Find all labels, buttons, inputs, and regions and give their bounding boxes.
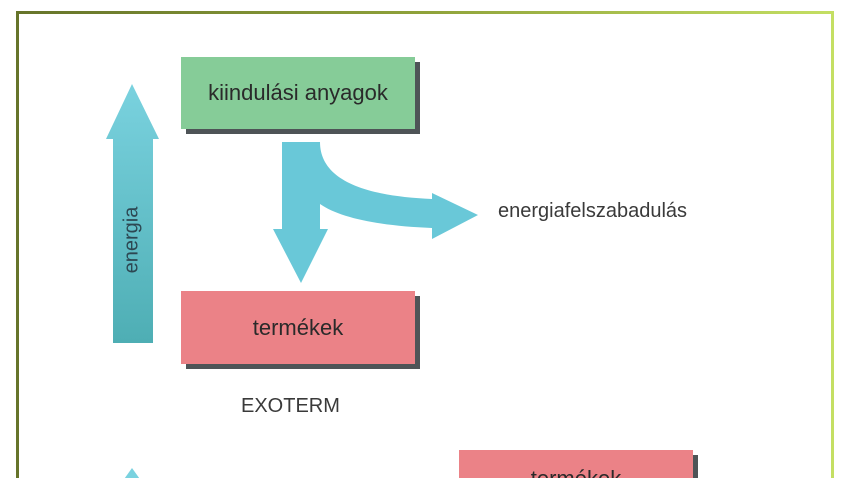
up-arrow-icon-partial <box>124 468 140 478</box>
energy-axis-label: energia <box>120 206 143 274</box>
curved-right-arrow-icon <box>320 142 478 239</box>
energy-release-label: energiafelszabadulás <box>498 200 688 222</box>
products-box-bottom: termékek <box>459 450 693 478</box>
up-arrow-icon <box>106 84 159 343</box>
frame-border-top <box>16 11 834 14</box>
reactants-label: kiindulási anyagok <box>208 80 388 105</box>
reaction-type-label: EXOTERM <box>241 395 340 417</box>
products-label: termékek <box>252 314 344 340</box>
frame-border-right <box>831 11 834 478</box>
down-arrow-icon <box>273 142 328 283</box>
products-bottom-label: termékek <box>531 466 621 478</box>
reactants-box: kiindulási anyagok <box>181 57 415 129</box>
products-box: termékek <box>181 291 415 364</box>
frame-border-left <box>16 11 19 478</box>
